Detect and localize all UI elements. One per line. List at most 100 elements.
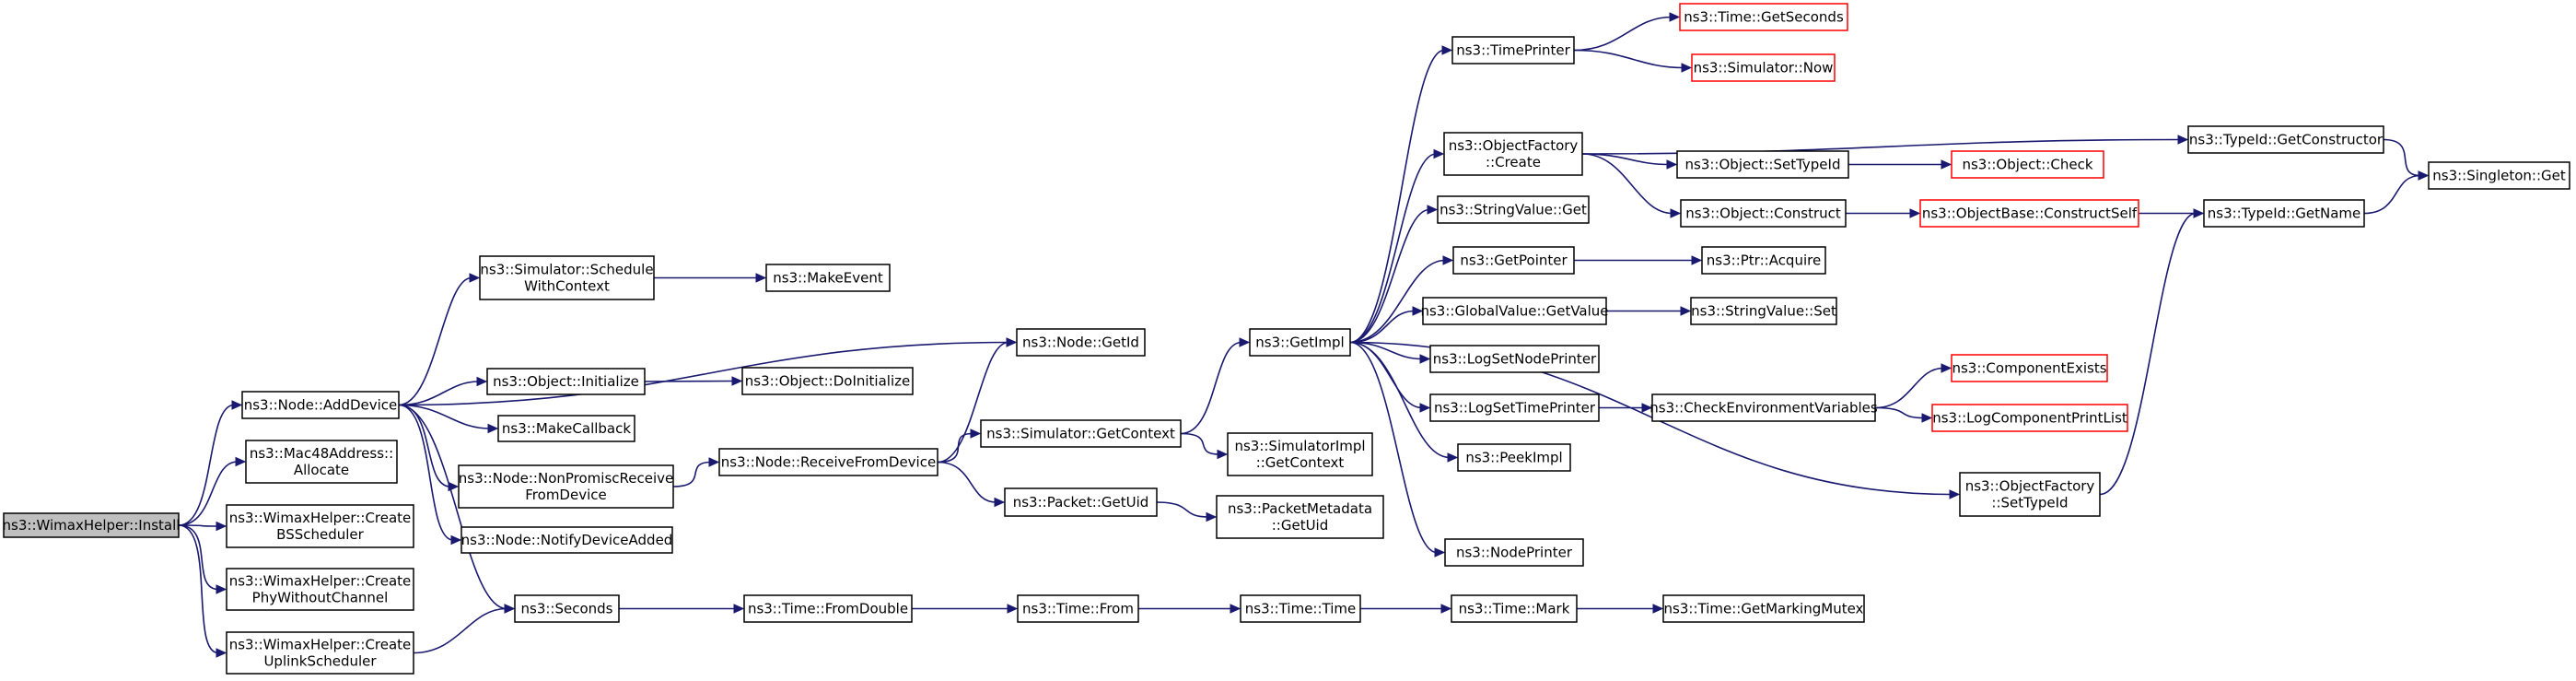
- function-node-objFactCreate[interactable]: ns3::ObjectFactory::Create: [1443, 132, 1583, 176]
- function-node-timeMark[interactable]: ns3::Time::Mark: [1451, 594, 1578, 623]
- function-node-doInit[interactable]: ns3::Object::DoInitialize: [741, 367, 914, 395]
- arrowhead-icon: [1941, 159, 1952, 170]
- function-node-objCheck[interactable]: ns3::Object::Check: [1951, 150, 2104, 179]
- function-node-getPointer[interactable]: ns3::GetPointer: [1452, 246, 1575, 275]
- function-node-logComponentPrintList[interactable]: ns3::LogComponentPrintList: [1931, 404, 2128, 432]
- node-box: [1216, 495, 1384, 539]
- node-box: [1422, 297, 1607, 325]
- function-node-pktMetaUid[interactable]: ns3::PacketMetadata::GetUid: [1216, 495, 1384, 539]
- function-node-simImplCtx[interactable]: ns3::SimulatorImpl::GetContext: [1227, 432, 1373, 476]
- node-box: [1017, 594, 1139, 623]
- function-node-singletonGet[interactable]: ns3::Singleton::Get: [2428, 161, 2570, 190]
- call-edge-objFactCreate-to-objConstruct: [1581, 153, 1673, 215]
- function-node-componentExists[interactable]: ns3::ComponentExists: [1951, 354, 2108, 382]
- node-label: ns3::ObjectFactory: [1965, 478, 2095, 495]
- call-edge-install-to-createUplink: [178, 524, 219, 654]
- function-node-logSetNodePrinter[interactable]: ns3::LogSetNodePrinter: [1429, 345, 1600, 373]
- function-node-typeIdGetCtor[interactable]: ns3::TypeId::GetConstructor: [2187, 125, 2384, 154]
- node-box: [1444, 538, 1584, 567]
- node-label: BSScheduler: [276, 526, 364, 543]
- function-node-ptrAcquire[interactable]: ns3::Ptr::Acquire: [1701, 246, 1826, 275]
- function-node-simNow[interactable]: ns3::Simulator::Now: [1691, 53, 1836, 82]
- function-node-getMarkingMutex[interactable]: ns3::Time::GetMarkingMutex: [1662, 594, 1865, 623]
- function-node-logSetTimePrinter[interactable]: ns3::LogSetTimePrinter: [1429, 393, 1600, 422]
- function-node-timePrinter[interactable]: ns3::TimePrinter: [1451, 36, 1575, 65]
- function-node-timeFrom[interactable]: ns3::Time::From: [1017, 594, 1139, 623]
- node-label: ns3::ObjectBase::ConstructSelf: [1922, 205, 2138, 222]
- node-label: ns3::Object::Construct: [1685, 205, 1841, 222]
- function-node-makeEvent[interactable]: ns3::MakeEvent: [765, 264, 891, 292]
- call-edge-recvFromDev-to-getContext: [937, 432, 973, 464]
- node-box: [241, 391, 400, 419]
- call-edge-addDevice-to-objInit: [398, 381, 480, 406]
- node-box: [1452, 246, 1575, 275]
- function-node-makeCallback[interactable]: ns3::MakeCallback: [497, 415, 635, 442]
- node-box: [1959, 472, 2101, 517]
- node-label: ns3::Singleton::Get: [2432, 168, 2566, 184]
- arrowhead-icon: [1652, 604, 1664, 614]
- node-box: [497, 415, 635, 442]
- node-box: [486, 368, 646, 395]
- node-box: [226, 631, 414, 675]
- call-edge-addDevice-to-makeCallback: [398, 404, 491, 429]
- function-node-timeTime[interactable]: ns3::Time::Time: [1240, 594, 1361, 623]
- node-label: ns3::CheckEnvironmentVariables: [1649, 400, 1878, 417]
- call-edge-getContext-to-simImplCtx: [1180, 432, 1220, 455]
- call-edge-addDevice-to-notifyAdded: [398, 404, 454, 541]
- node-label: ns3::LogSetNodePrinter: [1433, 351, 1597, 368]
- call-edge-getContext-to-getImpl: [1180, 341, 1242, 435]
- arrowhead-icon: [2418, 170, 2430, 181]
- node-box: [1016, 328, 1146, 357]
- function-node-getContext[interactable]: ns3::Simulator::GetContext: [980, 419, 1182, 448]
- function-node-createPhy[interactable]: ns3::WimaxHelper::CreatePhyWithoutChanne…: [226, 568, 414, 611]
- function-node-checkEnv[interactable]: ns3::CheckEnvironmentVariables: [1649, 393, 1878, 422]
- node-label: ns3::MakeEvent: [773, 270, 883, 287]
- node-box: [765, 264, 891, 292]
- node-box: [2203, 199, 2365, 228]
- call-edge-getImpl-to-logSetTimePrinter: [1349, 341, 1423, 409]
- arrowhead-icon: [504, 604, 516, 614]
- function-node-getId[interactable]: ns3::Node::GetId: [1016, 328, 1146, 357]
- node-label: ns3::NodePrinter: [1456, 545, 1573, 561]
- node-label: ns3::Ptr::Acquire: [1707, 252, 1821, 269]
- node-box: [1690, 297, 1837, 325]
- function-node-peekImpl[interactable]: ns3::PeekImpl: [1457, 443, 1571, 472]
- function-node-getImpl[interactable]: ns3::GetImpl: [1249, 328, 1351, 357]
- function-node-getUid[interactable]: ns3::Packet::GetUid: [1004, 487, 1158, 517]
- call-edge-recvFromDev-to-getUid: [937, 461, 997, 503]
- function-node-globalValGet[interactable]: ns3::GlobalValue::GetValue: [1420, 297, 1609, 325]
- function-node-addDevice[interactable]: ns3::Node::AddDevice: [241, 391, 400, 419]
- function-node-objInit[interactable]: ns3::Object::Initialize: [486, 368, 646, 395]
- node-label: ns3::MakeCallback: [502, 420, 631, 437]
- call-edge-typeIdGetName-to-singletonGet: [2363, 174, 2421, 215]
- function-node-seconds[interactable]: ns3::Seconds: [514, 594, 620, 623]
- arrowhead-icon: [970, 429, 982, 439]
- node-label: ns3::StringValue::Set: [1691, 303, 1836, 320]
- function-node-install[interactable]: ns3::WimaxHelper::Install: [3, 512, 181, 538]
- arrowhead-icon: [1433, 148, 1445, 159]
- call-edge-addDevice-to-seconds: [398, 404, 507, 610]
- function-node-mac48[interactable]: ns3::Mac48Address::Allocate: [245, 440, 398, 484]
- node-label: ns3::Time::Mark: [1459, 601, 1570, 617]
- arrowhead-icon: [1440, 604, 1452, 614]
- function-node-objConstruct[interactable]: ns3::Object::Construct: [1680, 199, 1847, 228]
- function-node-fromDouble[interactable]: ns3::Time::FromDouble: [743, 594, 913, 623]
- function-node-objBaseConstructSelf[interactable]: ns3::ObjectBase::ConstructSelf: [1919, 199, 2139, 228]
- function-node-timeGetSeconds[interactable]: ns3::Time::GetSeconds: [1679, 3, 1848, 31]
- function-node-recvFromDev[interactable]: ns3::Node::ReceiveFromDevice: [718, 448, 938, 476]
- node-box: [743, 594, 913, 623]
- node-label: ns3::Node::GetId: [1022, 335, 1139, 351]
- function-node-notifyAdded[interactable]: ns3::Node::NotifyDeviceAdded: [460, 526, 673, 554]
- call-edge-getImpl-to-globalValGet: [1349, 310, 1416, 344]
- function-node-nodePrinter[interactable]: ns3::NodePrinter: [1444, 538, 1584, 567]
- function-node-strValGet[interactable]: ns3::StringValue::Get: [1437, 195, 1590, 224]
- function-node-objSetTypeId[interactable]: ns3::Object::SetTypeId: [1676, 150, 1849, 179]
- node-label: WithContext: [524, 278, 610, 295]
- function-node-objFactSetTypeId[interactable]: ns3::ObjectFactory::SetTypeId: [1959, 472, 2101, 517]
- function-node-strValSet[interactable]: ns3::StringValue::Set: [1690, 297, 1837, 325]
- function-node-typeIdGetName[interactable]: ns3::TypeId::GetName: [2203, 199, 2365, 228]
